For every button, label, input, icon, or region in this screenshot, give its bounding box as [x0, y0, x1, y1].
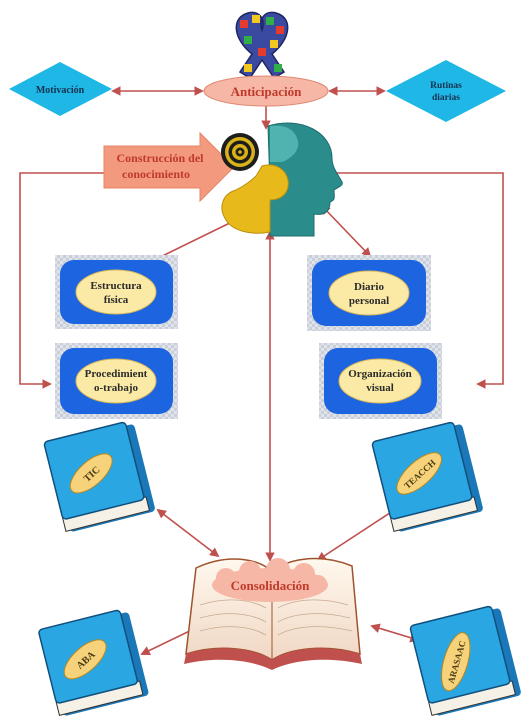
organizacion-card: Organización visual	[319, 343, 442, 419]
book-aba: ABA	[38, 609, 149, 717]
arrow-tic-consolidacion	[156, 508, 220, 558]
connectors	[19, 86, 504, 655]
rutinas-label-line2: diarias	[432, 93, 460, 103]
construccion-arrow: Construcción del conocimiento	[103, 131, 235, 203]
arrow-arasaac-consolidacion	[370, 623, 420, 643]
arrow-teacch-consolidacion	[316, 503, 404, 562]
arrow-left-loop	[19, 172, 107, 389]
construccion-label-line2: conocimiento	[122, 167, 190, 181]
diario-label-line1: Diario	[354, 281, 384, 293]
book-arasaac: ARASAAC	[409, 605, 521, 716]
organizacion-label-line2: visual	[366, 382, 394, 394]
diario-card: Diario personal	[307, 255, 431, 331]
book-teacch: TEACCH	[371, 421, 483, 532]
procedimiento-card: Procedimient o-trabajo	[55, 343, 178, 419]
head-puzzle-icon	[221, 122, 343, 237]
procedimiento-label-line2: o-trabajo	[94, 382, 138, 394]
anticipacion-oval: Anticipación	[203, 75, 329, 107]
rutinas-label-line1: Rutinas	[430, 81, 462, 91]
estructura-card: Estructura física	[55, 255, 178, 329]
consolidacion-label: Consolidación	[231, 578, 311, 593]
motivacion-diamond: Motivación	[9, 62, 112, 116]
construccion-label-line1: Construcción del	[117, 151, 205, 165]
diario-label-line2: personal	[349, 295, 389, 307]
estructura-label-line2: física	[104, 294, 129, 306]
book-tic: TIC	[43, 421, 155, 532]
open-book-icon: Consolidación	[184, 557, 362, 670]
arrow-head-estructura	[148, 217, 242, 263]
awareness-ribbon-icon	[235, 11, 289, 80]
procedimiento-label-line1: Procedimient	[85, 368, 148, 380]
arrow-head-diario	[320, 204, 372, 258]
anticipacion-label: Anticipación	[231, 84, 303, 99]
estructura-label-line1: Estructura	[90, 280, 142, 292]
organizacion-label-line1: Organización	[348, 368, 412, 380]
arrow-right-loop	[330, 172, 504, 389]
motivacion-label: Motivación	[36, 85, 85, 96]
consolidacion-cloud: Consolidación	[212, 558, 328, 602]
target-icon	[221, 133, 259, 171]
rutinas-diamond: Rutinas diarias	[386, 60, 506, 122]
